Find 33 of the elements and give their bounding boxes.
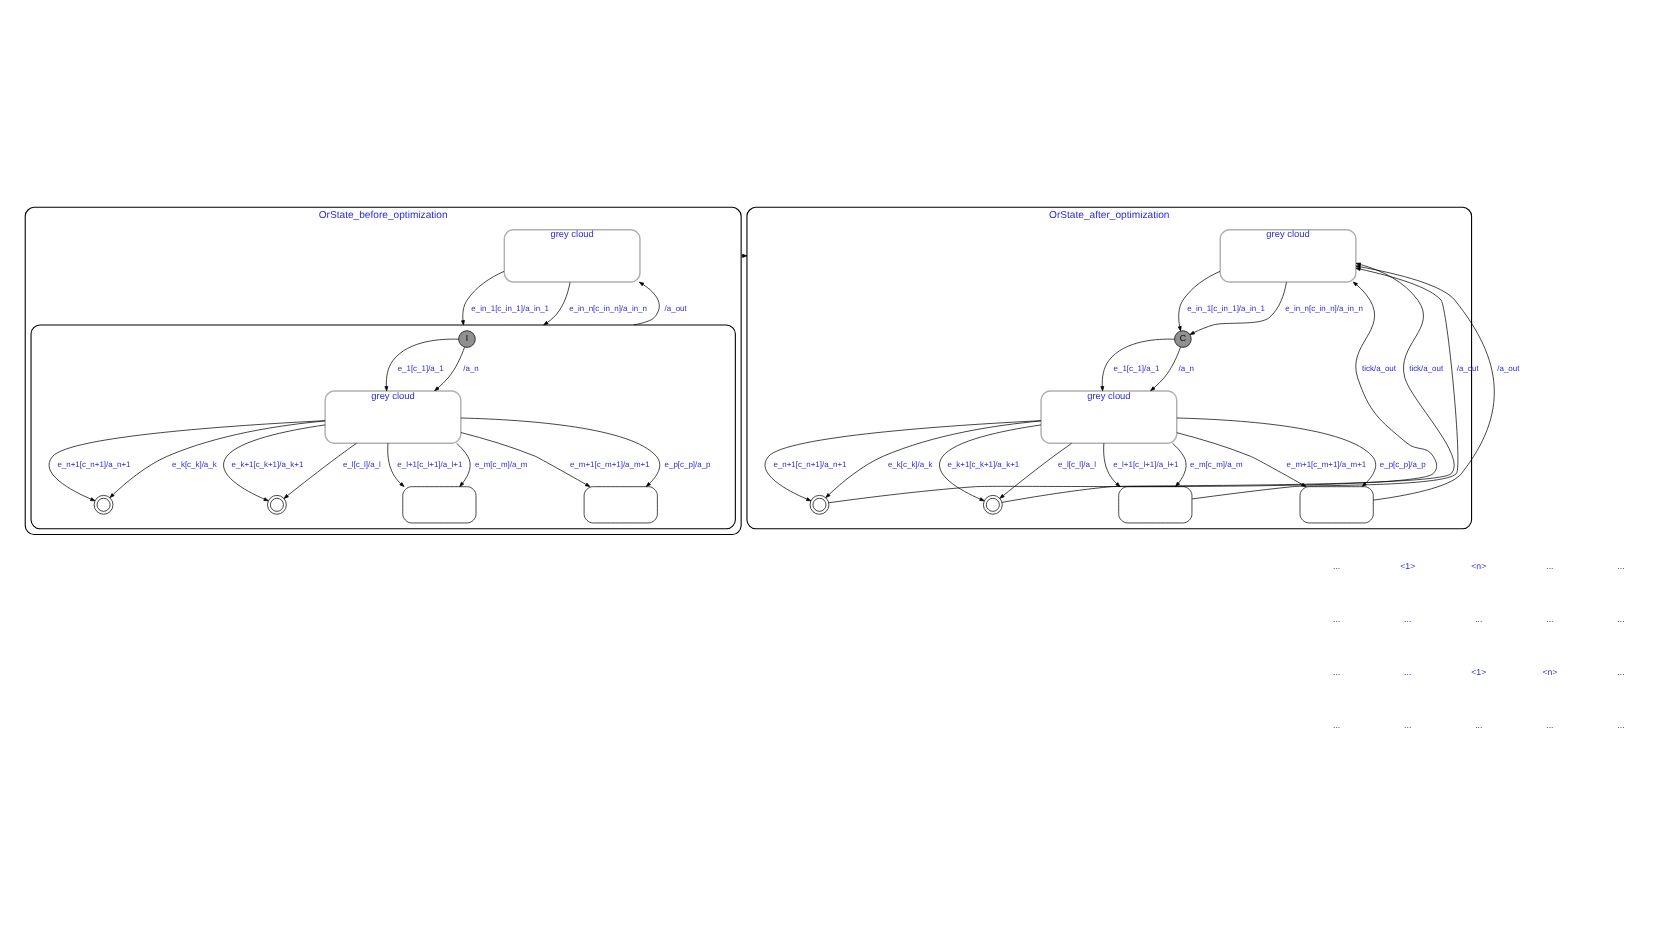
arrow xyxy=(764,419,1042,501)
arrow xyxy=(1001,261,1455,502)
arrow xyxy=(1355,263,1495,500)
cluster xyxy=(30,323,736,529)
arrow xyxy=(939,423,1042,501)
arrow xyxy=(1172,441,1187,486)
arrow xyxy=(825,419,1042,497)
arrow xyxy=(387,441,405,486)
arrow xyxy=(48,419,326,501)
arrow xyxy=(543,280,571,325)
arrow xyxy=(740,253,748,257)
arrow xyxy=(999,441,1072,498)
node-box xyxy=(583,485,658,523)
arrow xyxy=(460,431,591,486)
node-box xyxy=(402,485,477,523)
arrow xyxy=(434,345,465,391)
node-box xyxy=(1299,485,1374,523)
arrow xyxy=(384,337,459,391)
arrow xyxy=(1177,270,1221,331)
arrow xyxy=(223,423,326,501)
arrow xyxy=(109,419,326,497)
arrow xyxy=(1191,266,1459,499)
arrow xyxy=(1150,345,1181,391)
arrow xyxy=(461,270,505,325)
arrow xyxy=(633,280,660,325)
arrow xyxy=(1189,280,1287,334)
arrow xyxy=(1103,441,1121,486)
node-box xyxy=(1118,485,1193,523)
arrow xyxy=(828,280,1438,503)
arrow xyxy=(1100,337,1175,391)
arrow xyxy=(283,441,357,498)
arrow xyxy=(460,416,661,486)
arrow xyxy=(456,441,471,486)
